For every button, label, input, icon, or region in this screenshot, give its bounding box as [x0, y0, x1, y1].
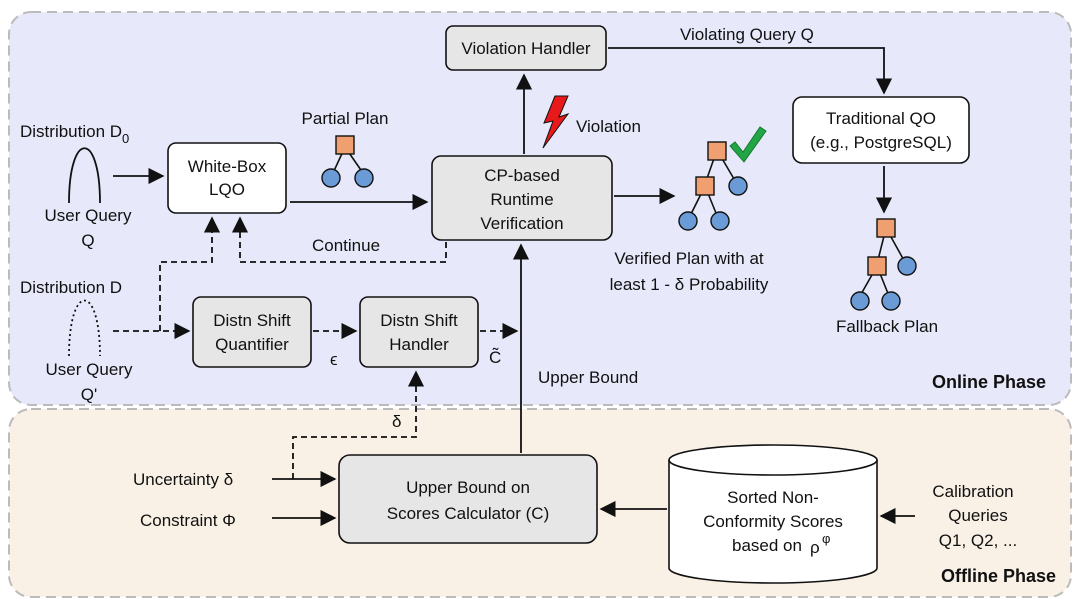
svg-text:Conformity Scores: Conformity Scores [703, 512, 843, 531]
verified-plan-join-node [707, 141, 727, 161]
svg-text:White-Box: White-Box [188, 157, 267, 176]
svg-text:Verification: Verification [480, 214, 563, 233]
verified-plan-label: Verified Plan with at [614, 249, 764, 268]
arrow-distribution-d-to-lqo [159, 216, 221, 331]
svg-text:Scores Calculator (C): Scores Calculator (C) [387, 504, 550, 523]
arrow-violating-query [608, 47, 893, 95]
partial-plan-tree [321, 135, 374, 188]
continue-label: Continue [312, 236, 380, 255]
fallback-plan-tree [850, 218, 917, 311]
svg-text:φ: φ [822, 531, 830, 546]
fallback-plan-leaf-node [850, 291, 870, 311]
verified-plan-leaf-node [678, 211, 698, 231]
svg-text:Distn Shift: Distn Shift [213, 311, 291, 330]
svg-text:Violation Handler: Violation Handler [461, 39, 590, 58]
svg-text:CP-based: CP-based [484, 166, 560, 185]
calibration-label-2: Queries [948, 506, 1008, 525]
calibration-label-3: Q1, Q2, ... [939, 531, 1017, 550]
verified-plan-leaf-node [710, 211, 730, 231]
upper-bound-calculator-box: Upper Bound on Scores Calculator (C) [338, 454, 598, 544]
svg-text:Traditional QO: Traditional QO [826, 109, 936, 128]
svg-text:Handler: Handler [389, 335, 449, 354]
delta-label: δ [392, 412, 401, 431]
traditional-qo-box: Traditional QO (e.g., PostgreSQL) [792, 96, 970, 164]
svg-text:Upper Bound on: Upper Bound on [406, 478, 530, 497]
offline-phase-label: Offline Phase [941, 566, 1056, 586]
user-query-qprime-label: User Query [46, 360, 133, 379]
fallback-plan-label: Fallback Plan [836, 317, 938, 336]
svg-text:ρ: ρ [810, 538, 820, 557]
partial-plan-label: Partial Plan [302, 109, 389, 128]
violating-query-label: Violating Query Q [680, 25, 814, 44]
svg-text:Sorted Non-: Sorted Non- [727, 488, 819, 507]
verified-plan-tree [678, 141, 748, 231]
svg-text:based on: based on [732, 536, 802, 555]
verified-plan-join-node [695, 176, 715, 196]
uncertainty-label: Uncertainty δ [133, 470, 233, 489]
white-box-lqo-box: White-Box LQO [167, 142, 287, 214]
user-query-q-label: User Query [45, 206, 132, 225]
svg-text:Distn Shift: Distn Shift [380, 311, 458, 330]
distribution-shift-quantifier-box: Distn Shift Quantifier [192, 296, 312, 368]
verified-plan-leaf-node [728, 176, 748, 196]
fallback-plan-join-node [876, 218, 896, 238]
user-query-q-label-2: Q [81, 231, 94, 250]
violation-label: Violation [576, 117, 641, 136]
c-tilde-label: C̃ [489, 347, 501, 367]
svg-text:Quantifier: Quantifier [215, 335, 289, 354]
calibration-label: Calibration [932, 482, 1013, 501]
sorted-scores-database: Sorted Non- Conformity Scores based on ρ… [668, 444, 878, 584]
svg-text:(e.g., PostgreSQL): (e.g., PostgreSQL) [810, 133, 952, 152]
user-query-qprime-label-2: Q' [81, 385, 97, 404]
svg-text:LQO: LQO [209, 180, 245, 199]
arrow-delta [292, 370, 425, 479]
constraint-label: Constraint Φ [140, 511, 236, 530]
fallback-plan-leaf-node [881, 291, 901, 311]
fallback-plan-join-node [867, 256, 887, 276]
arrow-continue [231, 216, 447, 263]
distribution-d0-curve [68, 147, 101, 204]
violation-lightning-icon [542, 95, 570, 149]
svg-text:Runtime: Runtime [490, 190, 553, 209]
distribution-d0-label: Distribution D0 [20, 122, 129, 146]
online-phase-label: Online Phase [932, 372, 1046, 392]
distribution-d-label: Distribution D [20, 278, 122, 297]
partial-plan-join-node [335, 135, 355, 155]
partial-plan-leaf-node [321, 168, 341, 188]
checkmark-icon [729, 126, 767, 163]
epsilon-label: ϵ [330, 350, 338, 369]
violation-handler-box: Violation Handler [445, 25, 607, 71]
distribution-shift-handler-box: Distn Shift Handler [359, 296, 479, 368]
fallback-plan-leaf-node [897, 256, 917, 276]
partial-plan-leaf-node [354, 168, 374, 188]
cp-verification-box: CP-based Runtime Verification [431, 155, 613, 241]
upper-bound-label: Upper Bound [538, 368, 638, 387]
verified-plan-label-2: least 1 - δ Probability [610, 275, 769, 294]
distribution-d-curve [68, 299, 101, 357]
